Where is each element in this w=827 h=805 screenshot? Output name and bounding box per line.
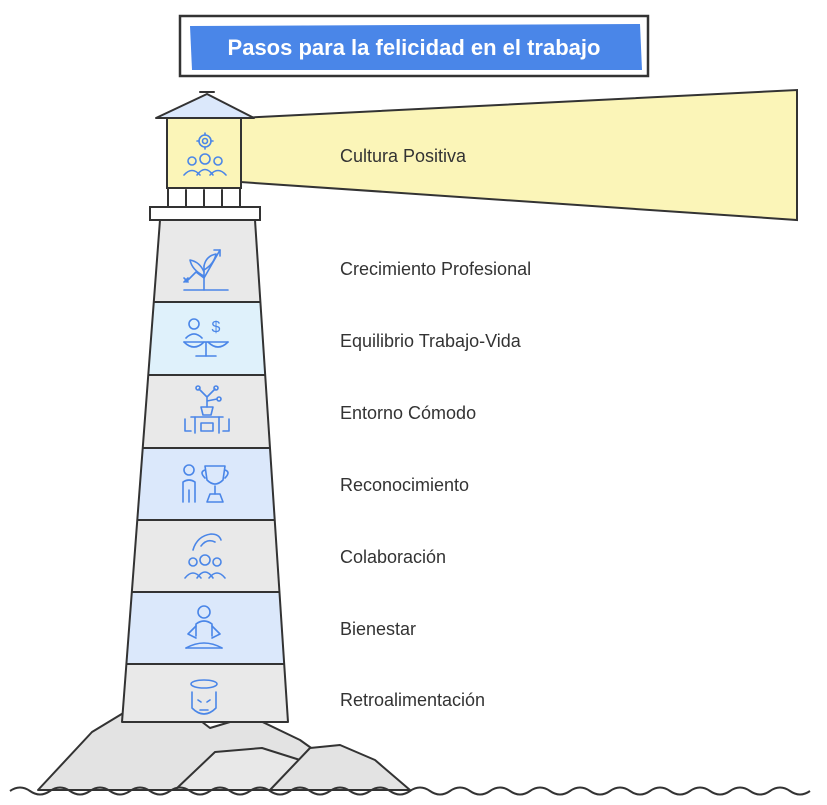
person-trophy-icon [182, 464, 229, 503]
step-label: Cultura Positiva [340, 146, 467, 166]
light-beam [239, 88, 798, 222]
tower-band [126, 592, 285, 664]
lantern-room [155, 91, 255, 189]
water-line [9, 786, 811, 796]
step-label: Equilibrio Trabajo-Vida [340, 331, 522, 351]
title-banner-fill [190, 24, 642, 70]
tower-band [148, 302, 266, 375]
tower-band [142, 375, 270, 448]
tower-band [122, 664, 288, 722]
tower-bands [122, 220, 288, 722]
rocks [37, 704, 411, 791]
gallery [149, 187, 261, 221]
tower-band [153, 220, 261, 302]
meditation-icon [185, 605, 223, 649]
step-label: Crecimiento Profesional [340, 259, 531, 279]
tower-band [137, 448, 275, 520]
step-label: Reconocimiento [340, 475, 469, 495]
lantern-window [166, 117, 242, 189]
tower-outline [121, 219, 289, 723]
tower-band [131, 520, 280, 592]
step-label: Colaboración [340, 547, 446, 567]
team-hands-icon [184, 533, 226, 579]
balance-scale-icon: $ [183, 318, 229, 357]
growth-plant-icon [183, 249, 229, 291]
svg-text:$: $ [212, 319, 221, 336]
gallery-deck [149, 206, 261, 221]
lantern-roof [155, 93, 255, 119]
title-banner: Pasos para la felicidad en el trabajo [178, 14, 650, 78]
feedback-head-icon [190, 679, 218, 715]
title-text: Pasos para la felicidad en el trabajo [228, 35, 601, 60]
workspace-desk-icon [184, 385, 230, 434]
step-label: Entorno Cómodo [340, 403, 476, 423]
people-gear-icon [183, 132, 227, 176]
step-label: Retroalimentación [340, 690, 485, 710]
step-label: Bienestar [340, 619, 416, 639]
